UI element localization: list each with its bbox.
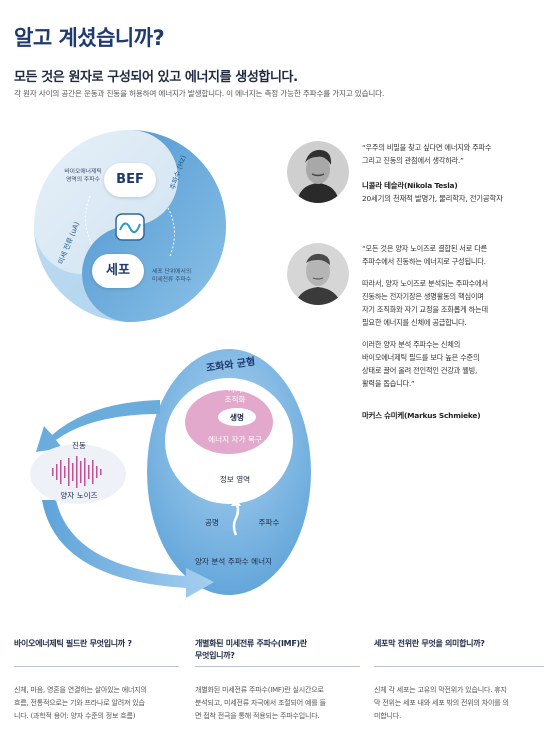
lower-curved-arrow <box>42 500 214 598</box>
self-repair-label: 에너지 자가 복구 <box>208 435 262 444</box>
page-title: 알고 계셨습니까? <box>14 26 165 50</box>
col-bef-body-l2: 흐름, 전통적으로는 기와 프라나로 알려져 있습 <box>14 699 145 707</box>
col-imf-heading-line-2: 무엇입니까? <box>195 651 235 660</box>
schmieke-quote-p2-l3: 자기 조직화와 자기 교정을 조화롭게 하는데 <box>362 305 488 314</box>
schmieke-portrait <box>287 243 349 305</box>
col-imf-body-l1: 개별화된 미세전류 주파수(IMF)란 실시간으로 <box>195 686 324 694</box>
cell-badge: 세포 <box>92 254 144 288</box>
col-imf-body-l3: 면 접착 전극을 통해 적용되는 주파수입니다. <box>195 712 320 720</box>
harmony-balance-diagram <box>30 349 311 598</box>
schmieke-quote-p2-l2: 진동하는 전자기장은 생명활동의 핵심이며 <box>362 292 484 301</box>
resonance-label: 공명 <box>205 518 219 527</box>
col-membrane-heading: 세포막 전위란 무엇을 의미합니까? <box>374 638 544 650</box>
bef-cell-yinyang-diagram <box>34 130 226 322</box>
schmieke-quote-p1-l2: 주파수에서 진동하는 에너지로 구성됩니다. <box>362 257 486 266</box>
self-organization-label: 자기 조직화 <box>205 385 265 405</box>
arrow-up-dashed <box>167 207 175 257</box>
cell-caption-line-2: 미세전류 주파수 <box>152 277 192 283</box>
schmieke-quote-p1-l1: “모든 것은 양자 노이즈로 결합된 서로 다른 <box>362 244 488 253</box>
cell-caption: 세포 단위에서의 미세전류 주파수 <box>152 268 212 284</box>
schmieke-quote-p2-l1: 따라서, 양자 노이즈로 분석되는 주파수에서 <box>362 279 488 288</box>
self-organization-line-1: 자기 <box>228 385 242 394</box>
page-subtitle: 모든 것은 원자로 구성되어 있고 에너지를 생성합니다. <box>14 70 298 85</box>
schmieke-quote-p3-l4: 활력을 돕습니다.” <box>362 379 415 388</box>
col-imf-body-l2: 분석되고, 미세전류 자극에서 조절되어 예를 들 <box>195 699 326 707</box>
yinyang-lower-left-blue <box>34 226 130 322</box>
col-membrane-divider <box>374 666 544 667</box>
col-membrane-body-l1: 신체 각 세포는 고유의 막전위가 있습니다. 휴지 <box>374 686 507 694</box>
bef-caption-line-1: 바이오에너제틱 <box>64 169 102 175</box>
col-membrane-body: 신체 각 세포는 고유의 막전위가 있습니다. 휴지 막 전위는 세포 내와 세… <box>374 684 544 723</box>
vibration-label: 진동 <box>72 441 86 450</box>
tesla-role: 20세기의 천재적 발명가, 물리학자, 전기공학자 <box>362 194 503 203</box>
upward-wave-arrow <box>232 501 240 536</box>
upward-arrow-head <box>231 498 241 506</box>
col-bef-divider <box>14 666 179 667</box>
col-bef-heading: 바이오에너제틱 필드란 무엇입니까 ? <box>14 638 179 650</box>
self-organization-line-2: 조직화 <box>224 395 246 404</box>
schmieke-quote-p3-l1: 이러한 양자 분석 주파수는 신체의 <box>362 340 461 349</box>
tesla-quote-line-2: 그리고 진동의 관점에서 생각하라.” <box>362 156 464 165</box>
arrow-down-dashed <box>85 195 93 245</box>
schmieke-quote: “모든 것은 양자 노이즈로 결합된 서로 다른 주파수에서 진동하는 에너지로… <box>362 242 547 390</box>
quantum-noise-label: 양자 노이즈 <box>60 491 98 500</box>
col-imf-divider <box>195 666 360 667</box>
col-bef-heading-line-1: 바이오에너제틱 필드란 무엇입니까 ? <box>14 639 132 648</box>
schmieke-quote-p3-l2: 바이오에너제틱 필드를 보다 높은 수준의 <box>362 353 480 362</box>
tesla-portrait <box>287 141 349 203</box>
schmieke-quote-p2-l4: 필요한 에너지를 신체에 공급합니다. <box>362 318 467 327</box>
quantum-noise-waveform <box>52 456 102 488</box>
col-imf-heading: 개별화된 미세전류 주파수(IMF)란 무엇입니까? <box>195 638 360 662</box>
frequency-label: 주파수 <box>258 518 280 527</box>
left-curved-arrow <box>36 400 160 452</box>
col-bef-body-l1: 신체, 마음, 영혼을 연결하는 살아있는 에너지의 <box>14 686 147 694</box>
tesla-author: 니콜라 테슬라(Nikola Tesla) <box>362 181 458 190</box>
life-label: 생명 <box>230 413 244 422</box>
bef-caption: 바이오에너제틱 영역의 주파수 <box>58 168 108 184</box>
col-bef-body-l3: 니다. (과학적 용어: 양자 수준의 정보 흐름) <box>14 712 136 720</box>
info-area-label: 정보 영역 <box>219 475 251 484</box>
intro-text: 각 원자 사이의 공간은 운동과 진동을 허용하여 에너지가 발생합니다. 이 … <box>14 89 385 98</box>
col-membrane-body-l3: 미합니다. <box>374 712 401 720</box>
tesla-quote-line-1: “우주의 비밀을 찾고 싶다면 에너지와 주파수 <box>362 143 492 152</box>
quantum-frequency-energy-label: 양자 분석 주파수 에너지 <box>194 557 273 566</box>
col-bef-body: 신체, 마음, 영혼을 연결하는 살아있는 에너지의 흐름, 전통적으로는 기와… <box>14 684 184 723</box>
center-device-wave <box>119 222 141 234</box>
col-membrane-body-l2: 막 전위는 세포 내와 세포 밖의 전위의 차이를 의 <box>374 699 509 707</box>
tesla-quote: “우주의 비밀을 찾고 싶다면 에너지와 주파수 그리고 진동의 관점에서 생각… <box>362 141 547 167</box>
schmieke-author: 마커스 슈미케(Markus Schmieke) <box>362 411 481 420</box>
cell-caption-line-1: 세포 단위에서의 <box>152 269 192 275</box>
col-membrane-heading-line-1: 세포막 전위란 무엇을 의미합니까? <box>374 639 485 648</box>
bef-caption-line-2: 영역의 주파수 <box>66 177 100 183</box>
col-imf-heading-line-1: 개별화된 미세전류 주파수(IMF)란 <box>195 639 307 648</box>
schmieke-quote-p3-l3: 상태로 끌어 올려 전인적인 건강과 웰빙, <box>362 366 478 375</box>
quantum-noise-cloud <box>30 444 126 504</box>
col-imf-body: 개별화된 미세전류 주파수(IMF)란 실시간으로 분석되고, 미세전류 자극에… <box>195 684 365 723</box>
bef-badge: BEF <box>104 163 156 197</box>
life-core-circle <box>218 408 256 426</box>
